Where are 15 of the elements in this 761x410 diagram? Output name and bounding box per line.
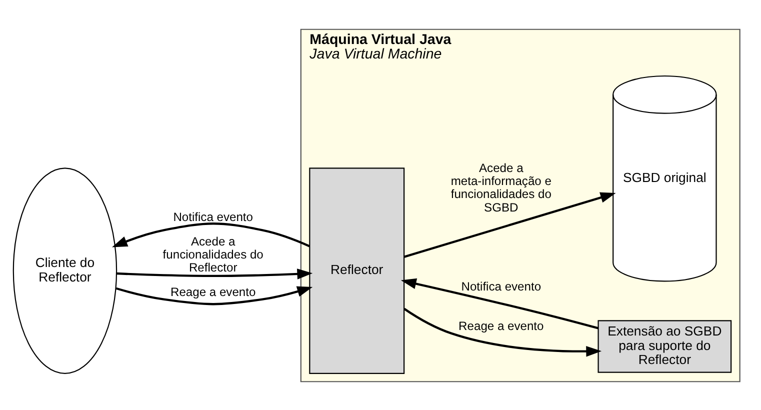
arrow xyxy=(111,222,310,247)
edge-label: Acede a funcionalidades do Reflector xyxy=(162,234,263,274)
arrow xyxy=(116,268,312,279)
edge-label: Acede a meta-informação e funcionalidades do SGBD xyxy=(450,160,551,214)
arrow xyxy=(115,286,312,305)
edge-label: Reage a evento xyxy=(458,318,544,332)
node-box: Reflector xyxy=(308,167,404,374)
edge-label: Reage a evento xyxy=(170,284,256,298)
arrow xyxy=(403,307,602,356)
edge-label: Notifica evento xyxy=(172,210,253,224)
arrow xyxy=(400,278,598,329)
edge-label: Notifica evento xyxy=(460,278,541,293)
arrow xyxy=(404,192,616,258)
node-box: Extensão ao SGBD para suporte do Reflector xyxy=(597,320,732,372)
node-ellipse: Cliente do Reflector xyxy=(12,167,117,374)
